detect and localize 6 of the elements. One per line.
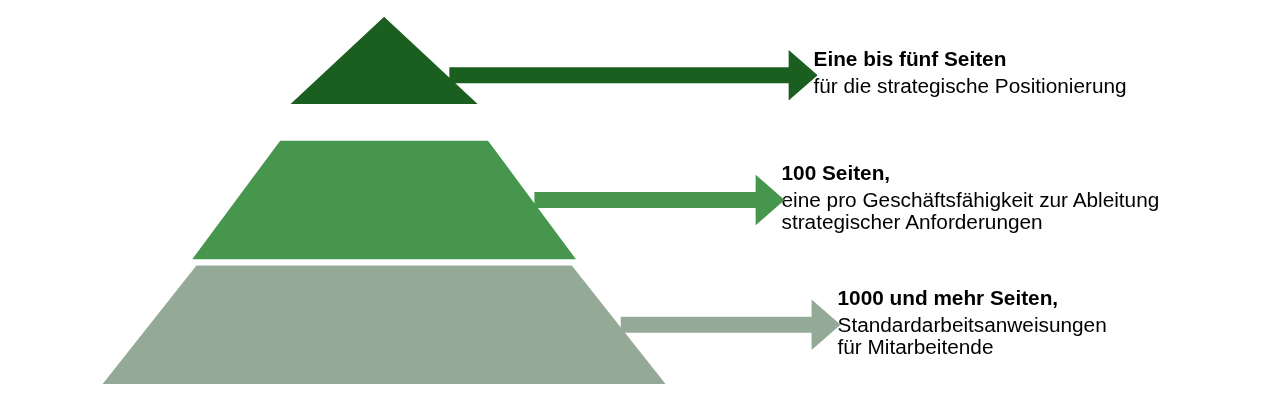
node-text: 100 Seiten, eine pro Geschäftsfähigkeit zur Ableitung strategischer Anforderungen [781,160,1160,234]
arrow [449,49,818,101]
node-text: 1000 und mehr Seiten, Standardarbeitsanweisungen für Mitarbeitende [837,285,1107,359]
arrow [620,299,841,351]
arrow [534,174,785,226]
node-text: Eine bis fünf Seiten für die strategische Positionierung [813,47,1127,98]
